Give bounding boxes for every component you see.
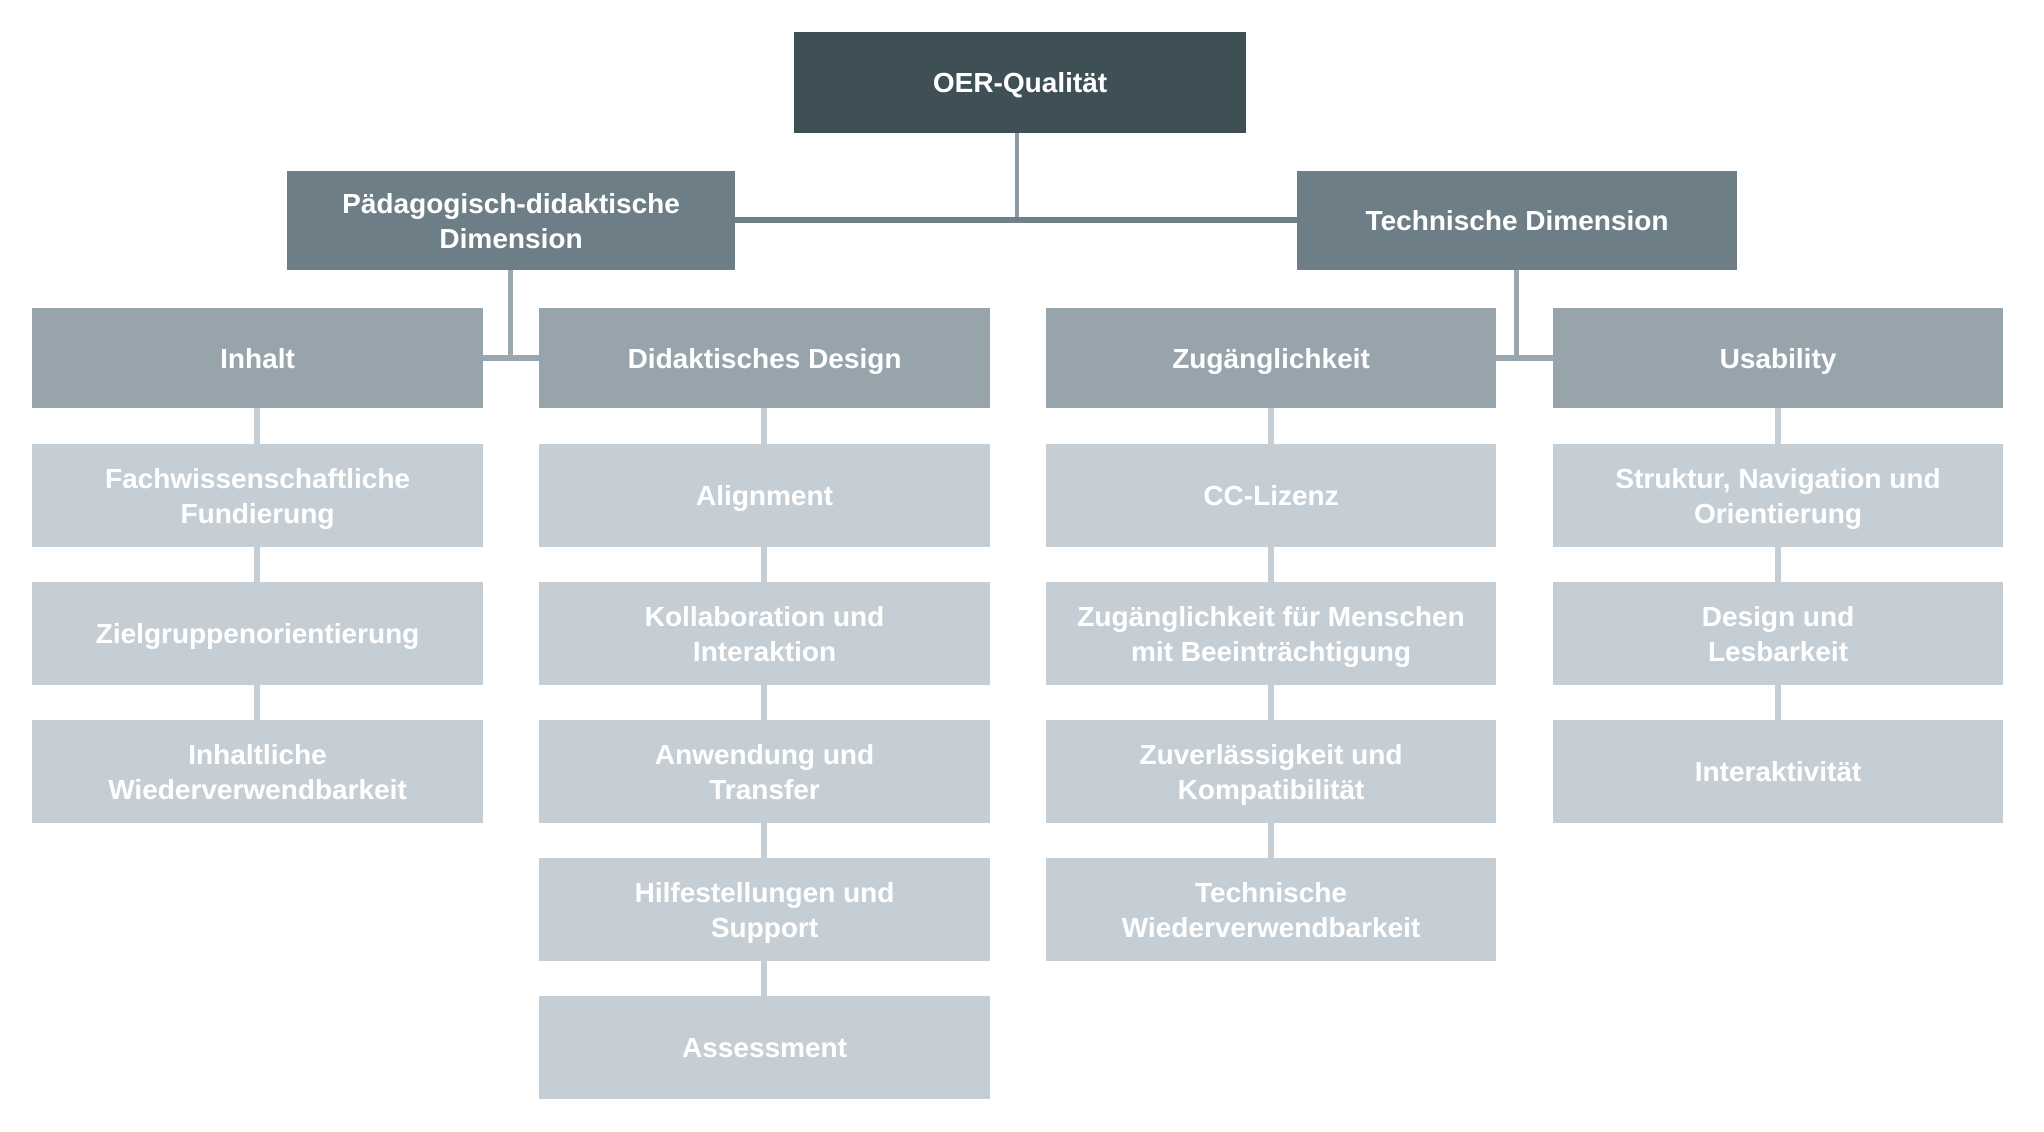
item-node: Zielgruppenorientierung [32, 582, 483, 685]
item-node: Hilfestellungen und Support [539, 858, 990, 961]
connector-root-stem [1015, 133, 1019, 220]
dimension-node-technisch: Technische Dimension [1297, 171, 1737, 270]
category-node-usability: Usability [1553, 308, 2003, 408]
item-node: Assessment [539, 996, 990, 1099]
item-node: Fachwissenschaftliche Fundierung [32, 444, 483, 547]
item-node: Struktur, Navigation und Orientierung [1553, 444, 2003, 547]
item-node: Design und Lesbarkeit [1553, 582, 2003, 685]
item-node: Alignment [539, 444, 990, 547]
connector-dim-left-stem [508, 270, 513, 358]
category-node-zugaenglichkeit: Zugänglichkeit [1046, 308, 1496, 408]
item-node: CC-Lizenz [1046, 444, 1496, 547]
item-node: Zugänglichkeit für Menschen mit Beeinträ… [1046, 582, 1496, 685]
category-node-inhalt: Inhalt [32, 308, 483, 408]
dimension-node-paedagogisch-didaktisch: Pädagogisch-didaktische Dimension [287, 171, 735, 270]
connector-column-inhalt [254, 408, 260, 730]
item-node: Kollaboration und Interaktion [539, 582, 990, 685]
connector-root-bar [735, 217, 1297, 223]
item-node: Zuverlässigkeit und Kompatibilität [1046, 720, 1496, 823]
root-node: OER-Qualität [794, 32, 1246, 133]
connector-column-usability [1775, 408, 1781, 730]
item-node: Inhaltliche Wiederverwendbarkeit [32, 720, 483, 823]
item-node: Anwendung und Transfer [539, 720, 990, 823]
item-node: Technische Wiederverwendbarkeit [1046, 858, 1496, 961]
connector-column-didaktisches-design [761, 408, 767, 1006]
category-node-didaktisches-design: Didaktisches Design [539, 308, 990, 408]
connector-dim-right-bar [1496, 355, 1553, 361]
connector-dim-left-bar [483, 355, 539, 361]
item-node: Interaktivität [1553, 720, 2003, 823]
connector-dim-right-stem [1514, 270, 1519, 358]
